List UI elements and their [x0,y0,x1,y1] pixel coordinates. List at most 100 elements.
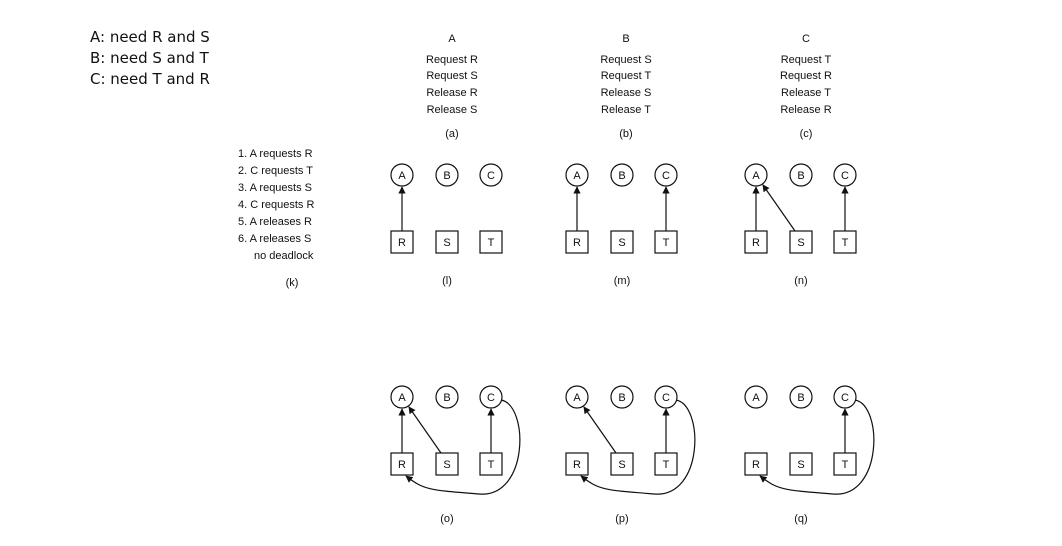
process-node-label: A [573,170,581,182]
process-node-label: A [752,170,760,182]
resource-node-label: R [573,459,581,471]
resource-node-label: S [618,459,625,471]
resource-node-s [435,452,459,476]
process-caption: (b) [619,128,632,140]
resource-node-r [744,452,768,476]
resource-node-s [610,230,634,254]
graph-caption: (o) [440,513,453,525]
process-name: C [802,33,810,45]
resource-node-label: T [663,459,670,471]
resource-node-t [833,230,857,254]
process-caption: (a) [445,128,458,140]
process-node-label: B [797,170,804,182]
edge-C-to-R [759,399,875,495]
resource-node-label: R [398,459,406,471]
process-node-b [789,385,813,409]
process-node-c [654,385,678,409]
process-step: Request R [426,54,478,66]
process-node-label: C [487,392,495,404]
resource-node-label: T [663,237,670,249]
graph-caption: (q) [794,513,807,525]
resource-node-t [833,452,857,476]
process-node-label: C [841,392,849,404]
resource-node-r [565,230,589,254]
graph-caption: (l) [442,275,452,287]
process-node-c [833,163,857,187]
process-node-label: A [573,392,581,404]
process-node-a [565,385,589,409]
process-step: Request R [780,70,832,82]
need-line-a: A: need R and S [90,28,210,46]
schedule-line: no deadlock [254,250,314,262]
resource-node-r [390,230,414,254]
process-node-a [744,163,768,187]
edge-C-to-R [580,399,696,495]
process-node-label: B [443,170,450,182]
schedule-line: 2. C requests T [238,165,313,177]
process-step: Request S [600,54,651,66]
schedule-line: 3. A requests S [238,182,312,194]
resource-node-label: S [443,237,450,249]
process-step: Release R [780,104,831,116]
process-step: Request T [601,70,652,82]
process-caption: (c) [800,128,813,140]
need-line-b: B: need S and T [90,49,209,67]
needs-list: A: need R and S B: need S and T C: need … [90,27,210,90]
process-name: A [448,33,456,45]
process-step: Request S [426,70,477,82]
resource-node-s [789,230,813,254]
graph-caption: (n) [794,275,807,287]
process-node-label: B [443,392,450,404]
resource-node-s [789,452,813,476]
graph-caption: (m) [614,275,631,287]
process-node-label: B [618,392,625,404]
resource-node-t [654,452,678,476]
resource-node-label: R [752,459,760,471]
process-node-b [610,163,634,187]
process-node-label: C [487,170,495,182]
process-node-c [479,385,503,409]
resource-node-t [654,230,678,254]
edge-S-to-A [762,184,796,232]
resource-node-s [435,230,459,254]
process-node-c [479,163,503,187]
process-node-label: B [797,392,804,404]
process-node-label: B [618,170,625,182]
resource-node-r [744,230,768,254]
schedule-line: 4. C requests R [238,199,314,211]
process-node-c [833,385,857,409]
process-node-a [565,163,589,187]
edge-S-to-A [583,406,617,454]
resource-node-r [565,452,589,476]
resource-node-label: R [398,237,406,249]
graph-caption: (p) [615,513,628,525]
resource-node-r [390,452,414,476]
resource-node-t [479,452,503,476]
process-step: Release T [601,104,651,116]
schedule-line: 5. A releases R [238,216,312,228]
process-node-a [390,385,414,409]
process-node-label: A [398,392,406,404]
resource-node-t [479,230,503,254]
process-step: Release S [427,104,478,116]
need-line-c: C: need T and R [90,70,210,88]
process-column-c: C Request T Request R Release T Release … [780,33,832,140]
resource-node-label: S [443,459,450,471]
process-column-a: A Request R Request S Release R Release … [426,33,478,140]
edge-C-to-R [405,399,521,495]
process-node-label: C [662,170,670,182]
schedule-line: 1. A requests R [238,148,313,160]
schedule-line: 6. A releases S [238,233,311,245]
process-name: B [622,33,629,45]
process-step: Request T [781,54,832,66]
process-node-b [610,385,634,409]
resource-node-label: R [573,237,581,249]
process-node-b [435,163,459,187]
